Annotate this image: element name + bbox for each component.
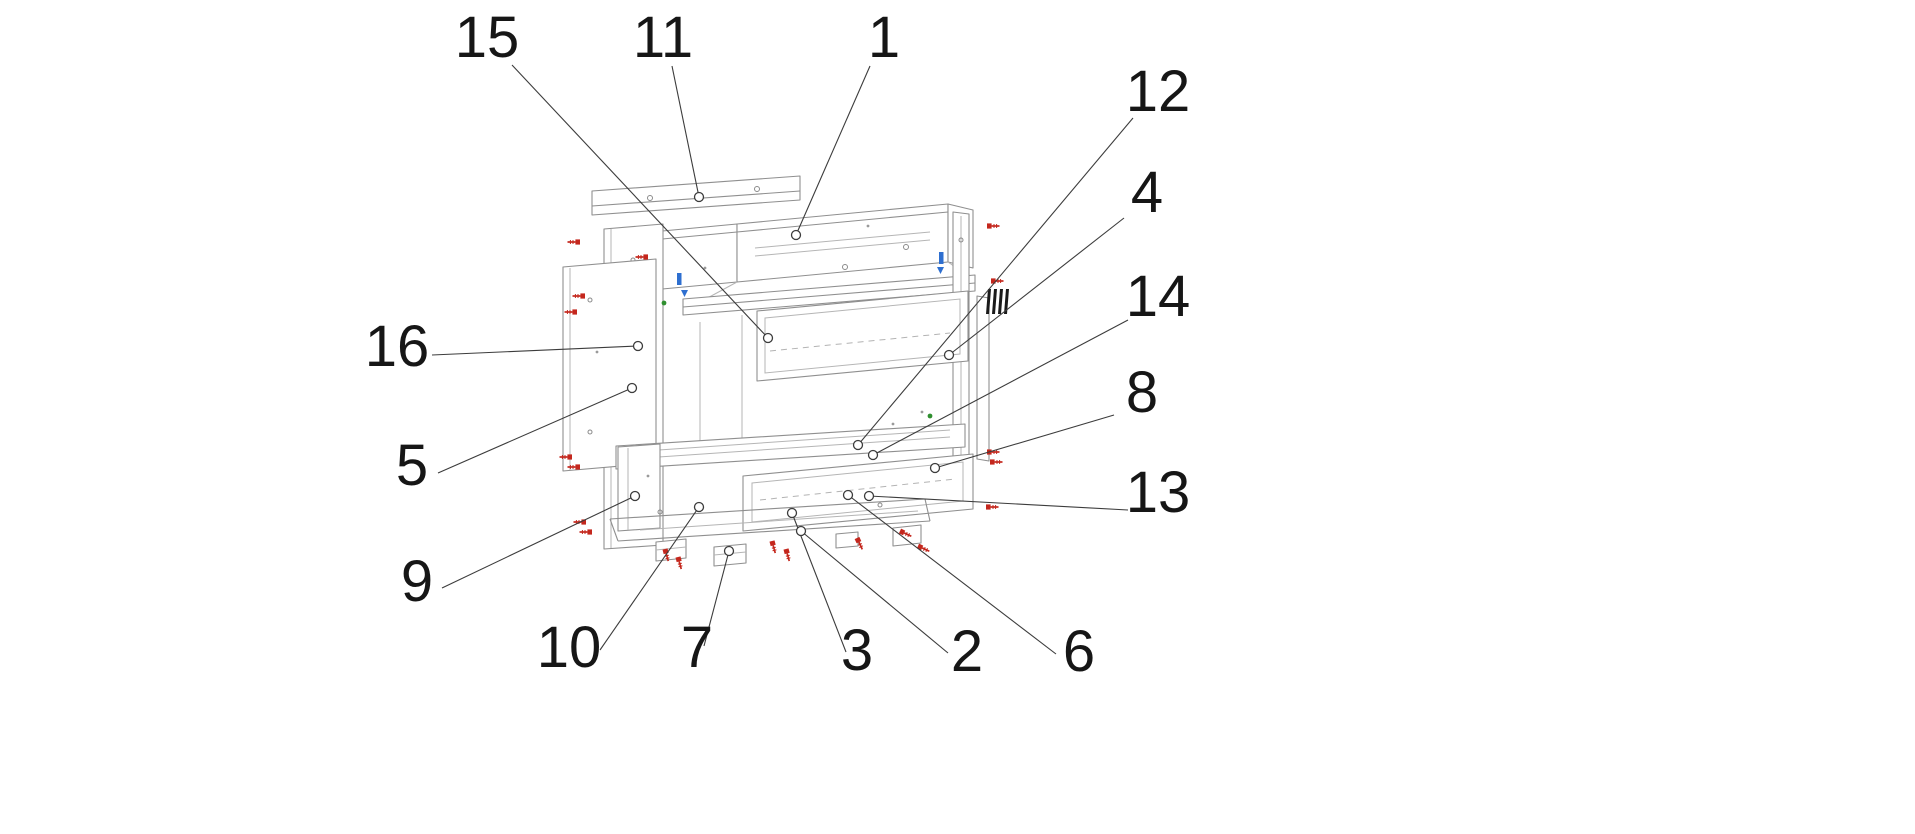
callout-label-16: 16	[365, 314, 430, 379]
callout-label-10: 10	[537, 615, 602, 680]
callout-labels: 15 11 1 12 4 14 8 13 16 5 9 10 7 3 2 6	[365, 5, 1191, 684]
cabinet-drawing	[562, 175, 1009, 567]
callout-label-3: 3	[841, 618, 873, 683]
callout-label-6: 6	[1063, 619, 1095, 684]
callout-label-9: 9	[401, 549, 433, 614]
callout-label-1: 1	[868, 5, 900, 70]
middle-drawer-front	[699, 290, 969, 452]
callout-label-8: 8	[1126, 360, 1158, 425]
callout-label-12: 12	[1126, 59, 1191, 124]
callout-label-13: 13	[1126, 460, 1191, 525]
leader-lines	[431, 64, 1134, 655]
callout-label-2: 2	[951, 619, 983, 684]
hardware-green	[661, 300, 933, 419]
door-panel	[562, 258, 657, 472]
callout-label-15: 15	[455, 5, 520, 70]
bottom-base	[609, 498, 931, 567]
callout-label-7: 7	[681, 615, 713, 680]
lower-drawer-rails	[615, 423, 966, 532]
callout-label-11: 11	[633, 5, 693, 70]
callout-label-4: 4	[1131, 160, 1163, 225]
leader-point-markers	[626, 191, 955, 557]
hardware-blue	[677, 252, 944, 297]
callout-label-14: 14	[1126, 264, 1191, 329]
surface-specks	[595, 224, 924, 478]
vent-grille	[986, 289, 1009, 314]
callout-label-5: 5	[396, 433, 428, 498]
